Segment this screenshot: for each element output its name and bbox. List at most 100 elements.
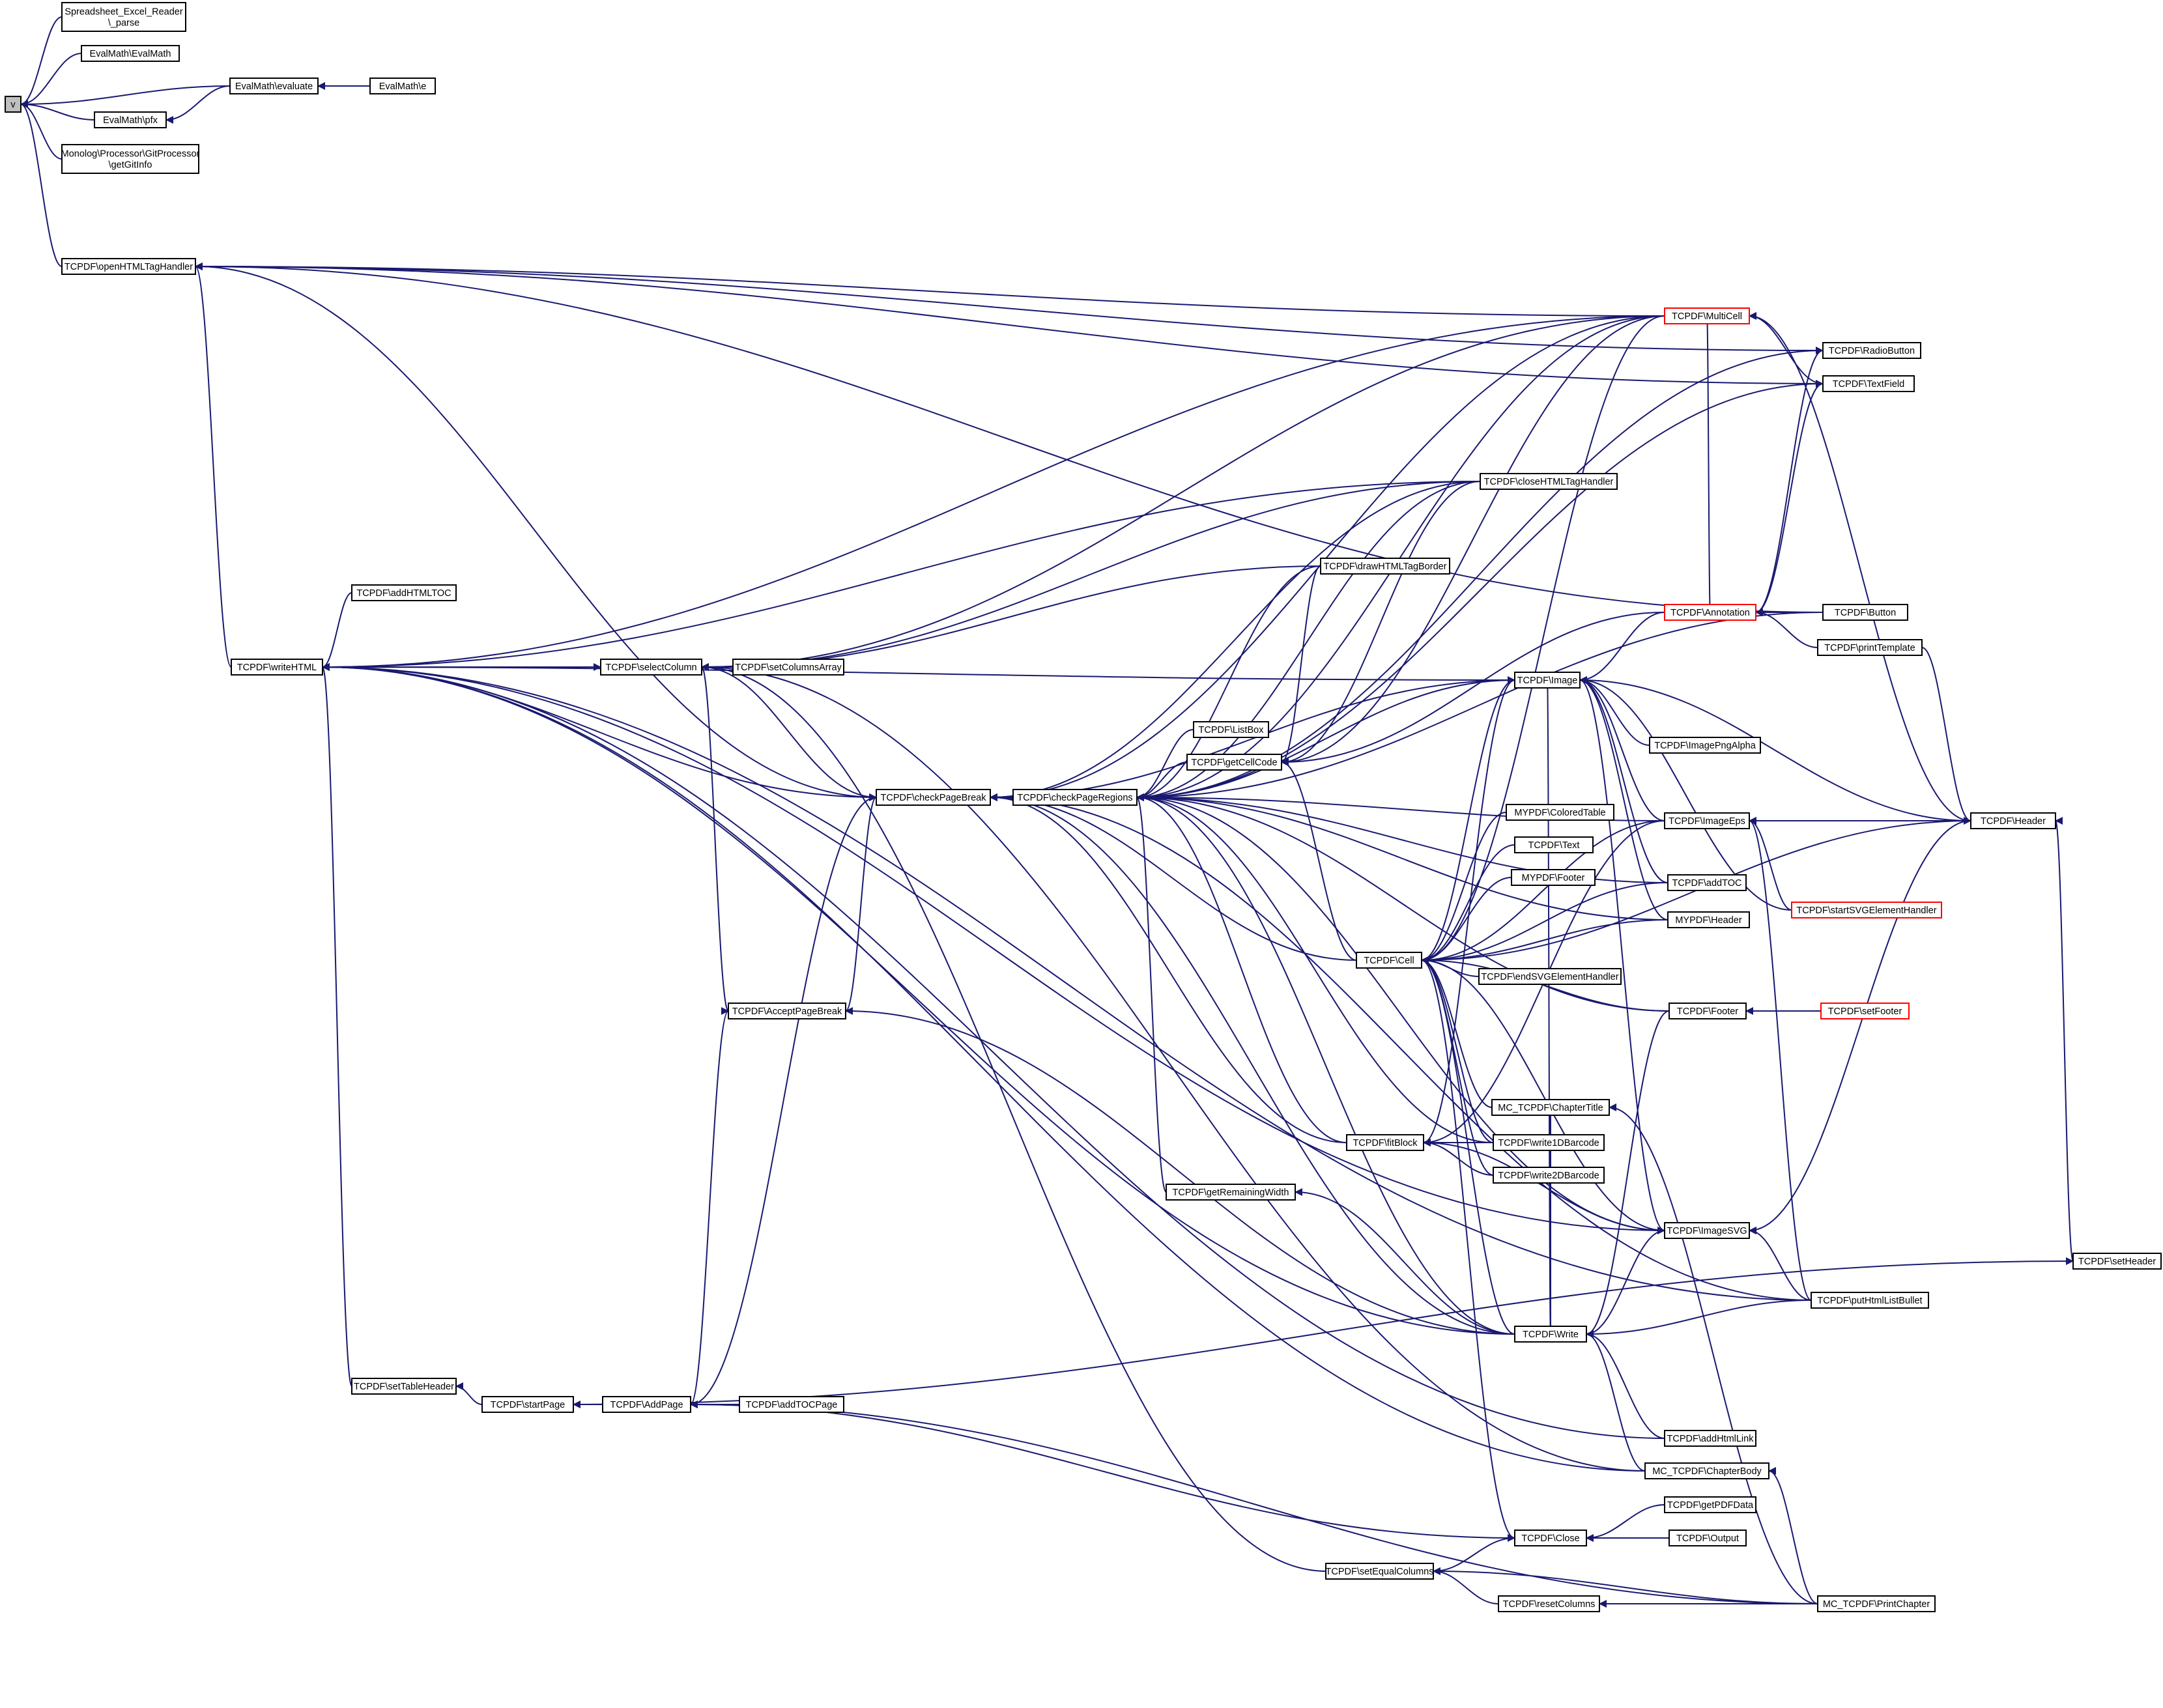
node-getpdfdata[interactable]: TCPDF\getPDFData xyxy=(1664,1496,1756,1513)
node-box xyxy=(1356,952,1422,969)
node-label: EvalMath\evaluate xyxy=(235,81,313,92)
node-box xyxy=(351,584,457,601)
node-annotation[interactable]: TCPDF\Annotation xyxy=(1664,604,1756,621)
node-label: TCPDF\writeHTML xyxy=(237,662,317,673)
node-radiobutton[interactable]: TCPDF\RadioButton xyxy=(1822,342,1921,359)
node-addtocpage[interactable]: TCPDF\addTOCPage xyxy=(739,1396,844,1413)
node-label: TCPDF\addHTMLTOC xyxy=(356,588,451,599)
node-addhtmltoc[interactable]: TCPDF\addHTMLTOC xyxy=(351,584,457,601)
edge-resetcolumns-to-setequalcolumns xyxy=(1433,1567,1499,1604)
node-textfield[interactable]: TCPDF\TextField xyxy=(1822,375,1915,392)
edge-addtoc-to-cell xyxy=(1421,882,1669,964)
node-header[interactable]: TCPDF\Header xyxy=(1970,812,2056,829)
node-printchapter[interactable]: MC_TCPDF\PrintChapter xyxy=(1817,1595,1936,1612)
node-puthtmllistbullet[interactable]: TCPDF\putHtmlListBullet xyxy=(1811,1292,1929,1309)
node-close[interactable]: TCPDF\Close xyxy=(1514,1530,1587,1546)
node-getcellcode[interactable]: TCPDF\getCellCode xyxy=(1186,754,1282,771)
node-startsvgelementhandler[interactable]: TCPDF\startSVGElementHandler xyxy=(1791,902,1942,918)
node-box xyxy=(1493,1134,1605,1151)
node-getremainingwidth[interactable]: TCPDF\getRemainingWidth xyxy=(1166,1184,1296,1201)
node-settableheader[interactable]: TCPDF\setTableHeader xyxy=(351,1378,457,1395)
node-checkpagebreak[interactable]: TCPDF\checkPageBreak xyxy=(876,789,991,806)
node-setcolumnsarray[interactable]: TCPDF\setColumnsArray xyxy=(732,659,844,676)
node-box xyxy=(61,144,199,174)
node-drawhtmltagborder[interactable]: TCPDF\drawHTMLTagBorder xyxy=(1320,558,1450,575)
node-label: TCPDF\startSVGElementHandler xyxy=(1796,905,1936,916)
node-label: TCPDF\Close xyxy=(1521,1533,1579,1544)
node-addtoc[interactable]: TCPDF\addTOC xyxy=(1667,874,1747,891)
node-setequalcolumns[interactable]: TCPDF\setEqualColumns xyxy=(1325,1563,1434,1580)
node-evalmath_e[interactable]: EvalMath\e xyxy=(369,78,436,94)
node-selectcolumn[interactable]: TCPDF\selectColumn xyxy=(600,659,702,676)
node-image[interactable]: TCPDF\Image xyxy=(1514,672,1581,689)
node-openhtmltaghandler[interactable]: TCPDF\openHTMLTagHandler xyxy=(61,258,196,275)
edge-writehtml-to-openhtmltaghandler xyxy=(195,263,232,668)
node-resetcolumns[interactable]: TCPDF\resetColumns xyxy=(1498,1595,1600,1612)
node-fitblock[interactable]: TCPDF\fitBlock xyxy=(1346,1134,1424,1151)
edge-closehtmltaghandler-to-selectcolumn xyxy=(701,481,1481,671)
node-v[interactable]: v xyxy=(5,96,21,113)
node-box xyxy=(1664,604,1756,621)
node-writehtml[interactable]: TCPDF\writeHTML xyxy=(231,659,323,676)
node-output[interactable]: TCPDF\Output xyxy=(1669,1530,1747,1546)
edge-multicell-to-getcellcode xyxy=(1281,315,1665,766)
node-imageeps[interactable]: TCPDF\ImageEps xyxy=(1664,812,1750,829)
node-write2dbarcode[interactable]: TCPDF\write2DBarcode xyxy=(1493,1167,1605,1184)
edge-closehtmltaghandler-to-getcellcode xyxy=(1281,481,1481,766)
node-addpage[interactable]: TCPDF\AddPage xyxy=(602,1396,691,1413)
edge-addhtmllink-to-write xyxy=(1586,1330,1665,1439)
node-label: EvalMath\EvalMath xyxy=(90,49,171,59)
edge-button-to-checkpageregions xyxy=(1136,612,1824,801)
node-box xyxy=(1514,672,1581,689)
node-mypdf_footer[interactable]: MYPDF\Footer xyxy=(1511,869,1596,886)
node-setfooter[interactable]: TCPDF\setFooter xyxy=(1820,1003,1910,1019)
node-evalmath_evalmath[interactable]: EvalMath\EvalMath xyxy=(81,45,180,62)
edge-annotation-to-textfield xyxy=(1755,380,1824,613)
node-imagepngalpha[interactable]: TCPDF\ImagePngAlpha xyxy=(1649,737,1761,754)
node-label: TCPDF\addTOC xyxy=(1672,878,1742,889)
edge-listbox-to-checkpageregions xyxy=(1136,729,1194,801)
node-write1dbarcode[interactable]: TCPDF\write1DBarcode xyxy=(1493,1134,1605,1151)
edge-evalmath_evaluate-to-v xyxy=(20,85,231,108)
node-addhtmllink[interactable]: TCPDF\addHtmlLink xyxy=(1664,1430,1756,1447)
node-mypdf_header[interactable]: MYPDF\Header xyxy=(1667,911,1750,928)
node-listbox[interactable]: TCPDF\ListBox xyxy=(1193,721,1269,738)
node-printtemplate[interactable]: TCPDF\printTemplate xyxy=(1817,639,1923,656)
node-evalmath_pfx[interactable]: EvalMath\pfx xyxy=(94,111,167,128)
node-acceptpagebreak[interactable]: TCPDF\AcceptPageBreak xyxy=(728,1003,846,1019)
node-label: TCPDF\printTemplate xyxy=(1824,643,1915,653)
node-box xyxy=(1012,789,1138,806)
edge-write-to-imagesvg xyxy=(1586,1227,1665,1335)
edge-drawhtmltagborder-to-checkpageregions xyxy=(1136,565,1321,801)
node-chapterbody[interactable]: MC_TCPDF\ChapterBody xyxy=(1644,1462,1769,1479)
node-chaptertitle[interactable]: MC_TCPDF\ChapterTitle xyxy=(1491,1099,1610,1116)
node-box xyxy=(600,659,702,676)
node-text[interactable]: TCPDF\Text xyxy=(1514,836,1594,853)
node-footer[interactable]: TCPDF\Footer xyxy=(1669,1003,1747,1019)
node-button[interactable]: TCPDF\Button xyxy=(1822,604,1908,621)
node-box xyxy=(1320,558,1450,575)
node-label: TCPDF\checkPageBreak xyxy=(881,793,987,803)
node-label: TCPDF\Button xyxy=(1835,608,1896,618)
edge-chaptertitle-to-cell xyxy=(1421,956,1493,1108)
node-setheader[interactable]: TCPDF\setHeader xyxy=(2072,1253,2162,1270)
node-evalmath_evaluate[interactable]: EvalMath\evaluate xyxy=(229,78,319,94)
node-multicell[interactable]: TCPDF\MultiCell xyxy=(1664,307,1750,324)
node-startpage[interactable]: TCPDF\startPage xyxy=(481,1396,574,1413)
edge-imagesvg-to-writehtml xyxy=(322,663,1665,1231)
node-label: TCPDF\addHtmlLink xyxy=(1667,1434,1755,1444)
node-spreadsheet_parse[interactable]: Spreadsheet_Excel_Reader\_parse xyxy=(61,2,186,32)
node-endsvgelementhandler[interactable]: TCPDF\endSVGElementHandler xyxy=(1478,968,1622,985)
node-closehtmltaghandler[interactable]: TCPDF\closeHTMLTagHandler xyxy=(1480,473,1618,490)
node-box xyxy=(1669,1003,1747,1019)
node-mypdf_coloredtable[interactable]: MYPDF\ColoredTable xyxy=(1506,804,1614,821)
node-box xyxy=(1480,473,1618,490)
node-checkpageregions[interactable]: TCPDF\checkPageRegions xyxy=(1012,789,1138,806)
node-box xyxy=(1506,804,1614,821)
node-monolog_getgitinfo[interactable]: Monolog\Processor\GitProcessor\getGitInf… xyxy=(61,144,200,174)
node-cell[interactable]: TCPDF\Cell xyxy=(1356,952,1422,969)
edge-puthtmllistbullet-to-checkpagebreak xyxy=(990,793,1812,1301)
node-imagesvg[interactable]: TCPDF\ImageSVG xyxy=(1664,1222,1750,1239)
edge-addpage-to-checkpagebreak xyxy=(690,793,877,1405)
node-write[interactable]: TCPDF\Write xyxy=(1514,1326,1587,1343)
